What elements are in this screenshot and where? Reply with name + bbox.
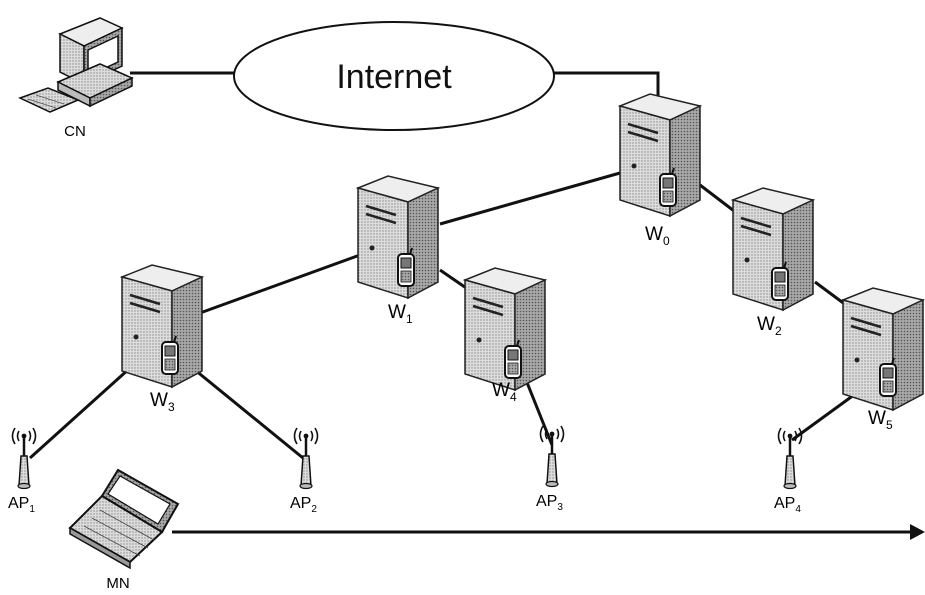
ap4-label: AP4 bbox=[774, 495, 801, 515]
server-w1: W1 bbox=[356, 174, 440, 326]
link-internet-w0 bbox=[553, 71, 660, 100]
w0-label: W0 bbox=[645, 224, 670, 248]
laptop-icon bbox=[68, 468, 180, 570]
server-w4: W4 bbox=[463, 266, 547, 404]
ap1-label: AP1 bbox=[8, 495, 35, 515]
mobile-phone-icon bbox=[659, 167, 677, 207]
access-point-ap4: AP4 bbox=[774, 426, 803, 515]
server-w5: W5 bbox=[841, 286, 925, 432]
mobile-phone-icon bbox=[504, 339, 522, 379]
access-point-ap3: AP3 bbox=[536, 424, 565, 513]
link-w0-w2 bbox=[699, 183, 739, 216]
access-point-ap1: AP1 bbox=[8, 426, 37, 515]
ap3-label: AP3 bbox=[536, 493, 563, 513]
mobile-phone-icon bbox=[879, 357, 897, 397]
mn-laptop: MN bbox=[68, 468, 180, 592]
link-w3-ap2 bbox=[194, 368, 304, 460]
link-w3-ap1 bbox=[28, 366, 132, 460]
mobile-phone-icon bbox=[397, 247, 415, 287]
w2-label: W2 bbox=[757, 314, 782, 338]
w1-label: W1 bbox=[388, 302, 413, 326]
server-w3: W3 bbox=[120, 263, 204, 414]
cn-label: CN bbox=[64, 123, 86, 140]
server-w0: W0 bbox=[618, 92, 702, 248]
link-w0-w1 bbox=[439, 171, 621, 226]
server-w2: W2 bbox=[731, 186, 815, 338]
w3-label: W3 bbox=[150, 390, 175, 414]
mobile-phone-icon bbox=[161, 335, 179, 375]
cn-computer: CN bbox=[18, 17, 134, 140]
access-point-ap2: AP2 bbox=[290, 426, 319, 515]
link-w1-w3 bbox=[199, 253, 361, 315]
ap2-label: AP2 bbox=[290, 495, 317, 515]
desktop-computer-icon bbox=[18, 17, 134, 113]
movement-arrow-head bbox=[910, 524, 925, 540]
internet-label: Internet bbox=[336, 58, 452, 96]
mobile-phone-icon bbox=[771, 261, 789, 301]
w5-label: W5 bbox=[868, 408, 893, 432]
link-w5-ap4 bbox=[791, 390, 859, 442]
access-point-icon bbox=[11, 426, 37, 490]
mn-label: MN bbox=[106, 575, 129, 592]
access-point-icon bbox=[539, 424, 565, 488]
w4-label: W4 bbox=[492, 380, 517, 404]
internet-cloud: Internet bbox=[233, 21, 555, 131]
connection-lines bbox=[28, 71, 910, 534]
access-point-icon bbox=[293, 426, 319, 490]
